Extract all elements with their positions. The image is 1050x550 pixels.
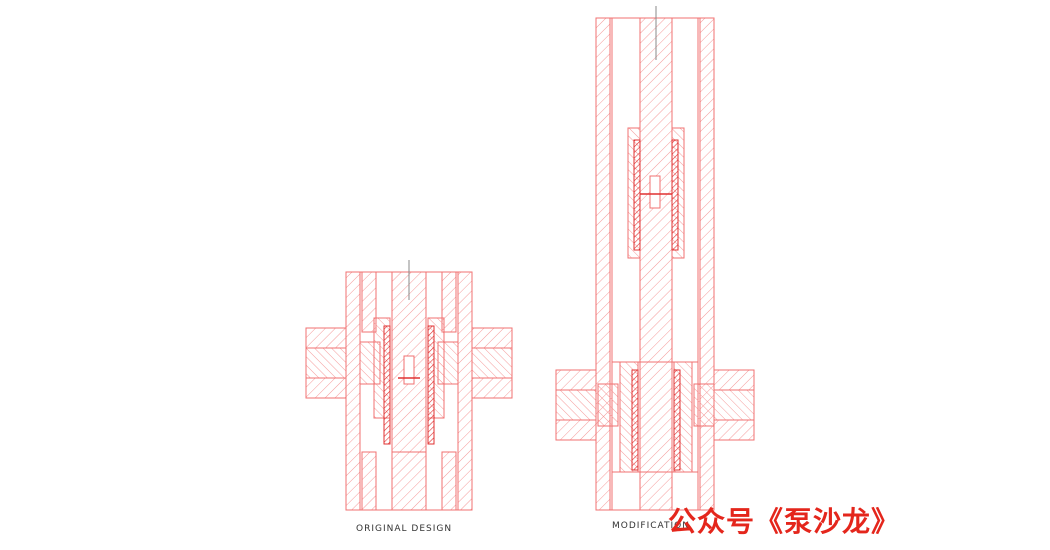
modification-upper-left-sleeve bbox=[633, 139, 641, 251]
modification-lower-right-sleeve bbox=[673, 369, 681, 471]
modification-right-wall bbox=[699, 17, 715, 511]
modification-right-flange bbox=[713, 369, 755, 391]
modification-shaft bbox=[639, 17, 673, 511]
modification-left-wall bbox=[595, 17, 611, 511]
modification-lower-left-sleeve bbox=[631, 369, 639, 471]
original-left-sleeve bbox=[383, 325, 391, 445]
modification-left-flange bbox=[555, 369, 597, 391]
original-left-wall bbox=[345, 271, 361, 511]
original-right-wall bbox=[457, 271, 473, 511]
original-right-sleeve bbox=[427, 325, 435, 445]
original-right-flange bbox=[471, 327, 513, 349]
original-design-drawing bbox=[305, 271, 513, 511]
modification-upper-right-sleeve bbox=[671, 139, 679, 251]
modification-drawing bbox=[555, 17, 755, 511]
original-left-flange bbox=[305, 327, 347, 349]
modification-caption: MODIFICATION bbox=[612, 521, 690, 531]
original-shaft bbox=[391, 271, 427, 511]
watermark-text: 公众号《泵沙龙》 bbox=[668, 505, 901, 538]
original-design-caption: ORIGINAL DESIGN bbox=[356, 524, 453, 534]
